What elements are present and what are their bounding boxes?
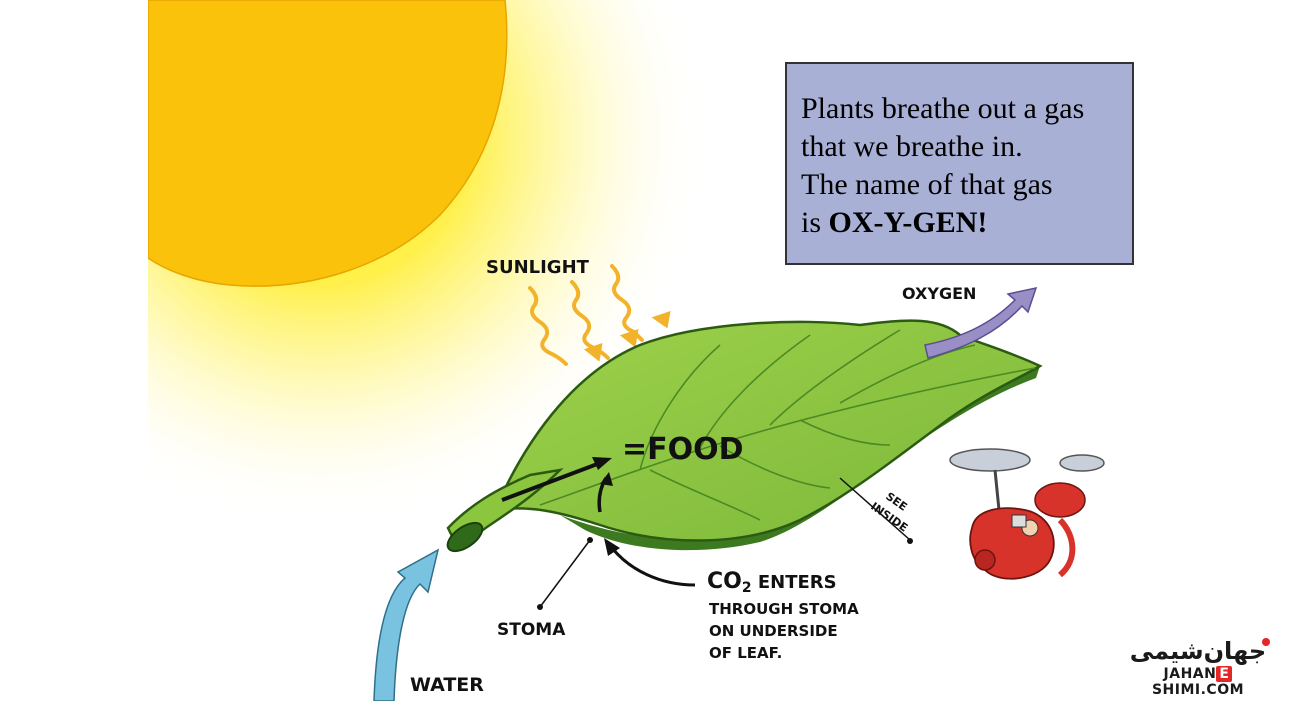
logo-en-prefix: JAHAN	[1163, 666, 1217, 682]
stoma-leader	[539, 539, 591, 608]
co2-label: CO2 ENTERS	[707, 569, 837, 596]
food-label: =FOOD	[622, 432, 744, 467]
logo-en-letter: E	[1216, 666, 1233, 682]
sunlight-label: SUNLIGHT	[486, 257, 590, 278]
callout-line-4: is OX-Y-GEN!	[801, 204, 1122, 242]
sun-icon	[148, 0, 848, 520]
callout-line-3: The name of that gas	[801, 168, 1053, 201]
callout-oxygen-word: OX-Y-GEN!	[828, 206, 988, 239]
leaf-illustration	[446, 319, 1043, 553]
co2-line2: THROUGH STOMA	[709, 600, 859, 618]
co2-line4: OF LEAF.	[709, 644, 782, 662]
callout-line-1: Plants breathe out a gas	[801, 92, 1085, 125]
helicopter-illustration	[949, 448, 1105, 580]
logo-persian-text: جهان‌شیمی	[1129, 637, 1267, 665]
callout-line-4-prefix: is	[801, 206, 829, 239]
oxygen-label: OXYGEN	[902, 284, 976, 303]
stoma-label: STOMA	[497, 620, 566, 640]
co2-pointer	[604, 538, 696, 587]
sunlight-arrows	[528, 264, 671, 366]
oxygen-arrow-icon	[924, 286, 1038, 359]
callout-line-2: that we breathe in.	[801, 130, 1023, 163]
logo-dot-icon	[1262, 638, 1270, 646]
water-arrow-icon	[373, 548, 440, 701]
water-label: WATER	[410, 674, 484, 696]
logo-en-suffix: SHIMI.COM	[1151, 682, 1245, 698]
co2-line3: ON UNDERSIDE	[709, 622, 838, 640]
see-inside-leader	[839, 477, 911, 541]
oxygen-fact-callout: Plants breathe out a gas that we breathe…	[785, 62, 1134, 265]
